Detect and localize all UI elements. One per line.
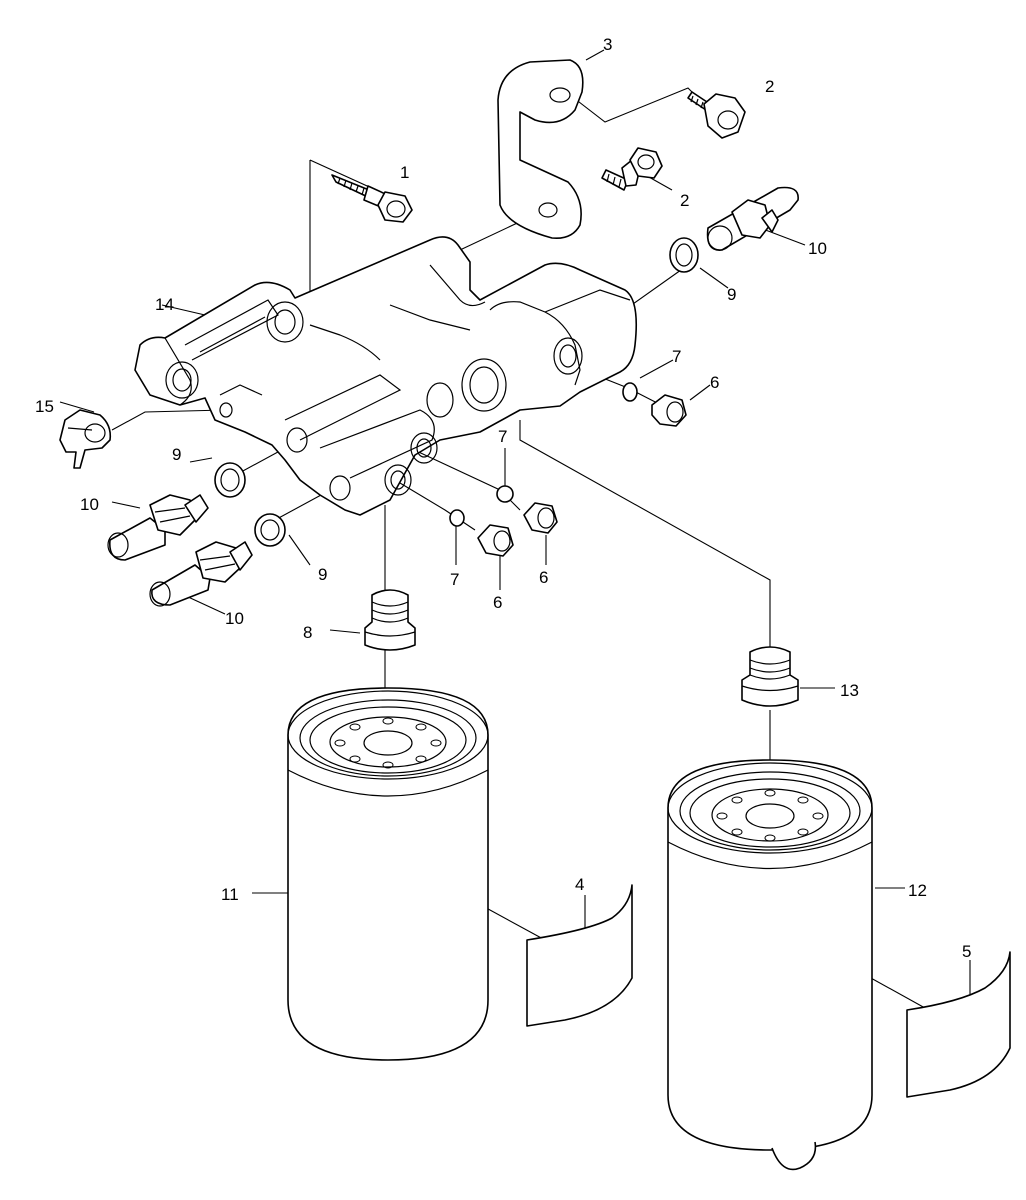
callout-2-upper: 2 bbox=[765, 77, 774, 96]
label-4 bbox=[526, 884, 633, 1027]
callout-10-left: 10 bbox=[80, 495, 99, 514]
callout-8: 8 bbox=[303, 623, 312, 642]
fuel-filter-12 bbox=[667, 759, 873, 1171]
plug-6-right bbox=[651, 394, 687, 427]
washer-9-mid bbox=[214, 462, 246, 498]
callout-1: 1 bbox=[400, 163, 409, 182]
nipple-13 bbox=[741, 646, 799, 707]
callout-6-right: 6 bbox=[710, 373, 719, 392]
callout-3: 3 bbox=[603, 35, 612, 54]
sensor-10-left bbox=[107, 494, 209, 561]
callout-12: 12 bbox=[908, 881, 927, 900]
callout-10-upper: 10 bbox=[808, 239, 827, 258]
sensor-10-upper bbox=[706, 186, 799, 251]
callout-10-lower: 10 bbox=[225, 609, 244, 628]
fuel-filter-11 bbox=[287, 687, 489, 1061]
filter-head-housing bbox=[134, 236, 638, 516]
sensor-10-lower bbox=[149, 541, 253, 607]
washer-9-lower bbox=[254, 513, 286, 547]
callout-7-right: 7 bbox=[672, 347, 681, 366]
callout-9-lower: 9 bbox=[318, 565, 327, 584]
callout-5: 5 bbox=[962, 942, 971, 961]
mounting-bracket bbox=[497, 59, 584, 240]
callout-4: 4 bbox=[575, 875, 584, 894]
callout-6-mid: 6 bbox=[539, 568, 548, 587]
bolt-2-upper bbox=[687, 91, 746, 139]
callout-11: 11 bbox=[221, 885, 239, 904]
callout-7-lower: 7 bbox=[450, 570, 459, 589]
bolt-2-lower bbox=[601, 147, 663, 191]
callout-9-upper: 9 bbox=[727, 285, 736, 304]
callout-9-mid: 9 bbox=[172, 445, 181, 464]
callout-15: 15 bbox=[35, 397, 54, 416]
nipple-8 bbox=[364, 589, 416, 651]
plug-6-lower bbox=[477, 524, 514, 557]
o-ring-7-lower bbox=[449, 509, 465, 527]
callout-6-lower: 6 bbox=[493, 593, 502, 612]
o-ring-7-right bbox=[622, 382, 638, 402]
callout-labels: 1 2 2 3 4 5 6 6 6 7 7 7 8 9 9 9 10 10 10… bbox=[35, 35, 971, 961]
washer-9-upper bbox=[669, 237, 699, 273]
label-5 bbox=[906, 951, 1011, 1098]
plug-6-mid bbox=[523, 502, 558, 534]
hose-clip bbox=[59, 409, 112, 469]
bolt-1 bbox=[331, 174, 413, 223]
callout-14: 14 bbox=[155, 295, 174, 314]
callout-13: 13 bbox=[840, 681, 859, 700]
callout-2-lower: 2 bbox=[680, 191, 689, 210]
o-ring-7-mid bbox=[496, 485, 514, 503]
callout-7-mid: 7 bbox=[498, 427, 507, 446]
